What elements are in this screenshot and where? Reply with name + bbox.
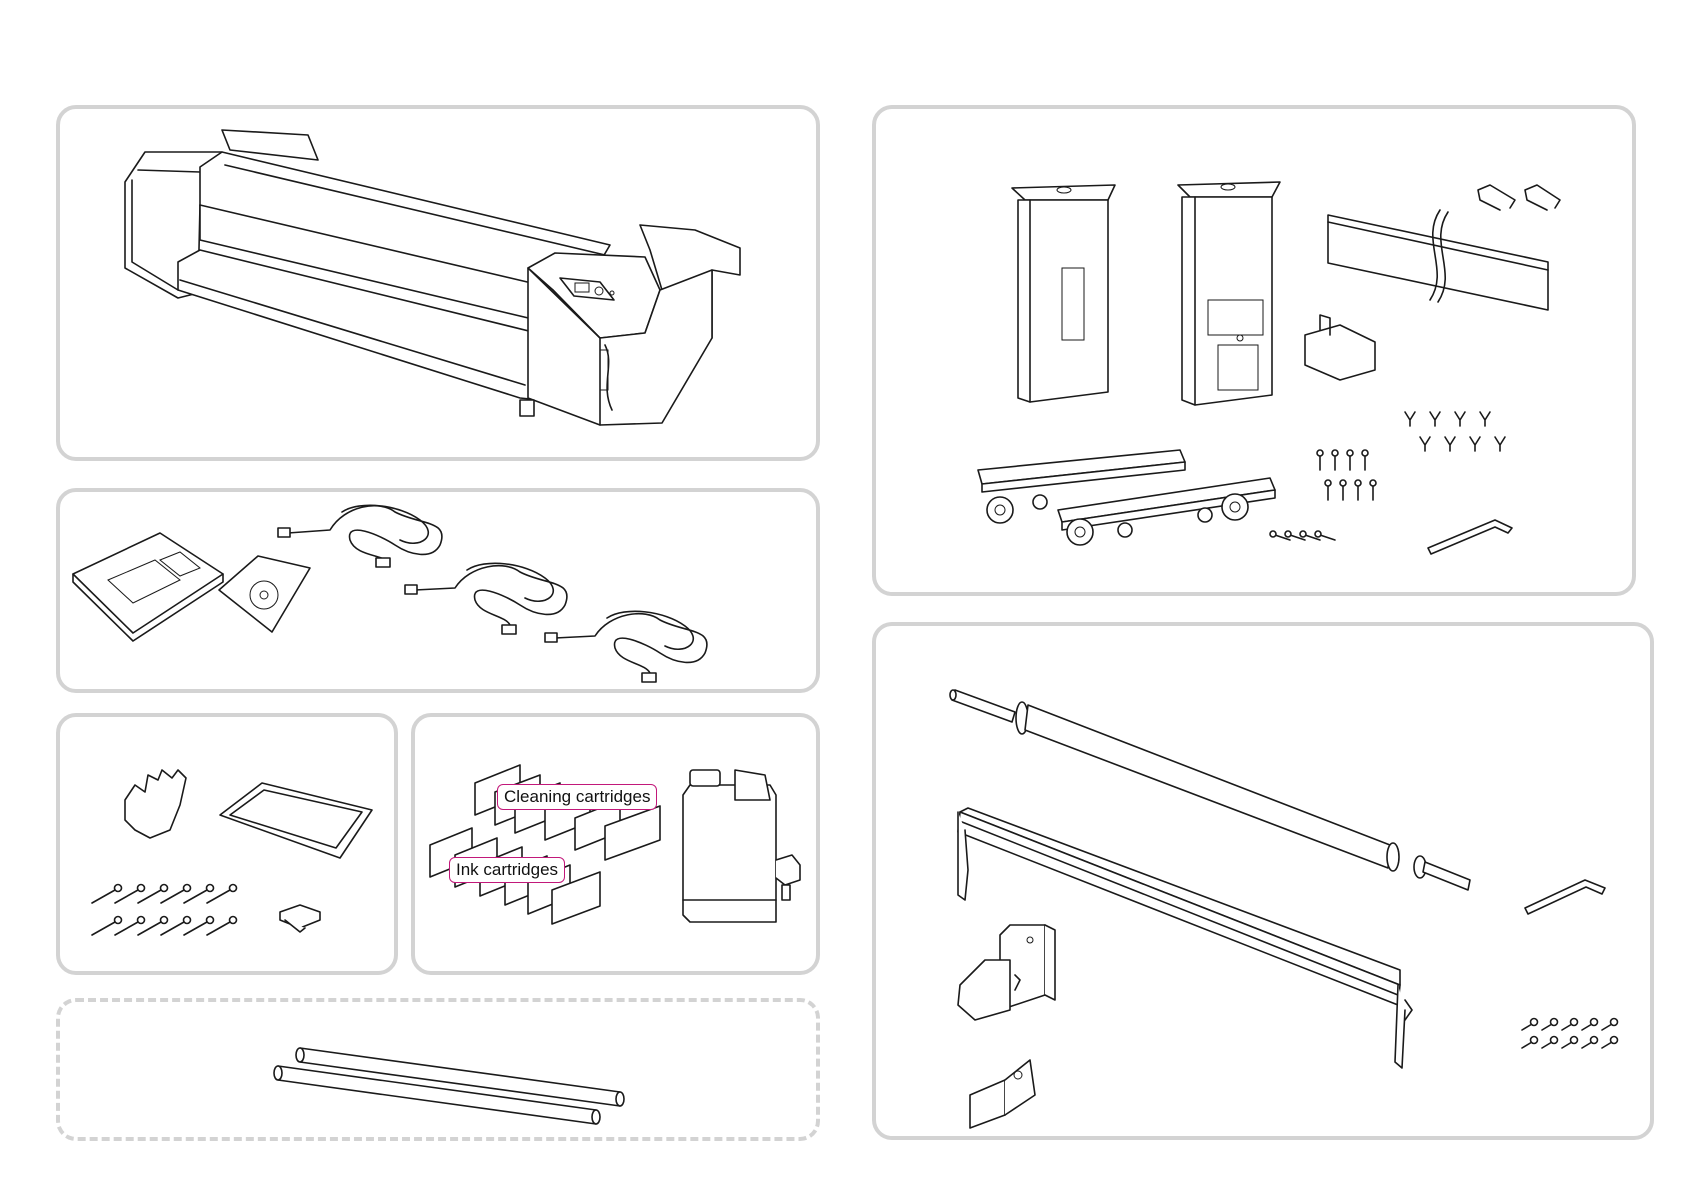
- cleaning-cartridges-label: Cleaning cartridges: [497, 784, 657, 810]
- tray-icon: [220, 783, 372, 858]
- manual-booklet-icon: [73, 533, 223, 641]
- bracket-icon: [970, 1060, 1035, 1128]
- cable-holder-icon: [1305, 315, 1375, 380]
- hex-wrench-icon-2: [1525, 880, 1605, 914]
- stand-brace-icon: [1328, 210, 1548, 310]
- ink-cartridges-label: Ink cartridges: [449, 857, 565, 883]
- wiper-part-icon: [280, 905, 320, 932]
- glove-icon: [125, 770, 186, 838]
- stand-leg-icon: [1012, 182, 1280, 405]
- power-cable-icon: [278, 505, 707, 682]
- cleaning-swab-icon: [92, 885, 237, 936]
- hex-wrench-icon: [1428, 520, 1512, 554]
- wing-nut-icon: [1405, 412, 1505, 451]
- printer-icon: [125, 130, 740, 425]
- hook-bracket-icon: [1478, 185, 1560, 210]
- screw-set-icon-2: [1522, 1019, 1618, 1049]
- take-up-motor-icon: [958, 925, 1055, 1020]
- rod-icon: [274, 1048, 624, 1124]
- caster-base-icon: [978, 450, 1275, 545]
- waste-ink-bottle-icon: [683, 770, 800, 922]
- cd-rom-icon: [219, 556, 310, 632]
- screw-set-icon: [1270, 450, 1376, 540]
